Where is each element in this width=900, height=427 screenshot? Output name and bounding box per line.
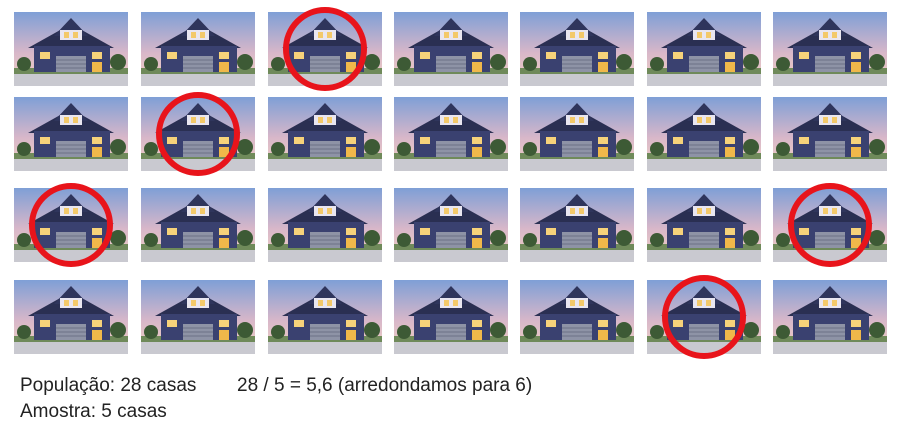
selection-circle <box>29 183 113 267</box>
house-photo <box>773 280 887 354</box>
house-photo <box>14 12 128 86</box>
selection-circle <box>788 183 872 267</box>
house-photo <box>394 97 508 171</box>
house-photo <box>141 280 255 354</box>
selection-circle <box>662 275 746 359</box>
house-photo <box>394 188 508 262</box>
population-label: População: 28 casas <box>20 375 197 396</box>
calculation-label: 28 / 5 = 5,6 (arredondamos para 6) <box>237 375 533 396</box>
house-photo <box>773 12 887 86</box>
house-photo <box>141 188 255 262</box>
house-photo <box>520 280 634 354</box>
house-photo <box>14 97 128 171</box>
house-photo <box>647 97 761 171</box>
house-photo <box>394 12 508 86</box>
selection-circle <box>156 92 240 176</box>
house-photo <box>141 12 255 86</box>
sample-label: Amostra: 5 casas <box>20 401 167 422</box>
house-photo <box>520 12 634 86</box>
selection-circle <box>283 7 367 91</box>
house-grid <box>14 7 887 359</box>
house-photo <box>394 280 508 354</box>
house-photo <box>268 97 382 171</box>
house-photo <box>268 188 382 262</box>
house-photo <box>520 188 634 262</box>
house-photo <box>14 280 128 354</box>
house-photo <box>268 280 382 354</box>
house-photo <box>773 97 887 171</box>
house-photo <box>520 97 634 171</box>
house-photo <box>647 12 761 86</box>
house-photo <box>647 188 761 262</box>
